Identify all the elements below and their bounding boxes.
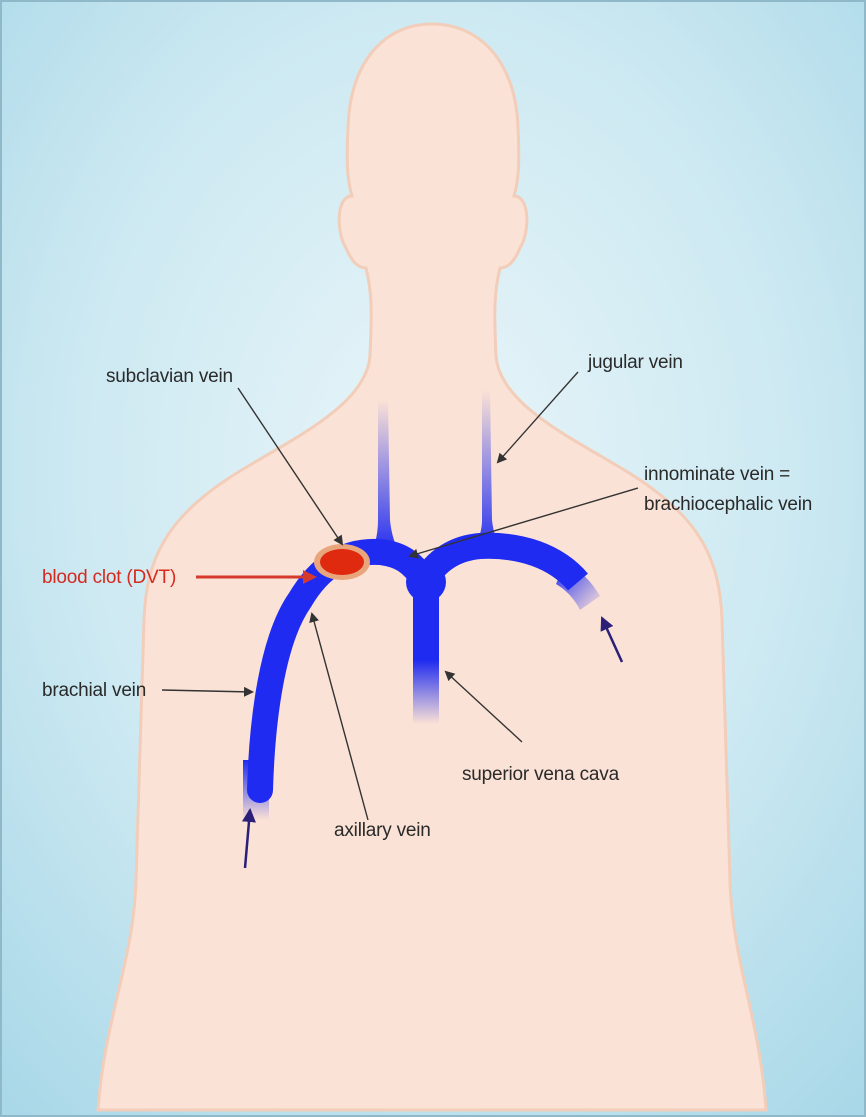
svc-fade xyxy=(413,660,439,724)
vein-confluence xyxy=(406,562,446,602)
brachial-vein-fade xyxy=(243,760,269,820)
brachiocephalic-vein-label: brachiocephalic vein xyxy=(644,494,812,515)
brachial-vein-label: brachial vein xyxy=(42,680,146,701)
subclavian-vein-label: subclavian vein xyxy=(106,366,233,387)
innominate-vein-label: innominate vein = xyxy=(644,464,790,485)
axillary-vein-label: axillary vein xyxy=(334,820,431,841)
superior-vena-cava-label: superior vena cava xyxy=(462,764,620,785)
blood-clot-core xyxy=(320,549,364,575)
jugular-vein-label: jugular vein xyxy=(587,352,683,373)
blood-clot-label: blood clot (DVT) xyxy=(42,567,176,588)
